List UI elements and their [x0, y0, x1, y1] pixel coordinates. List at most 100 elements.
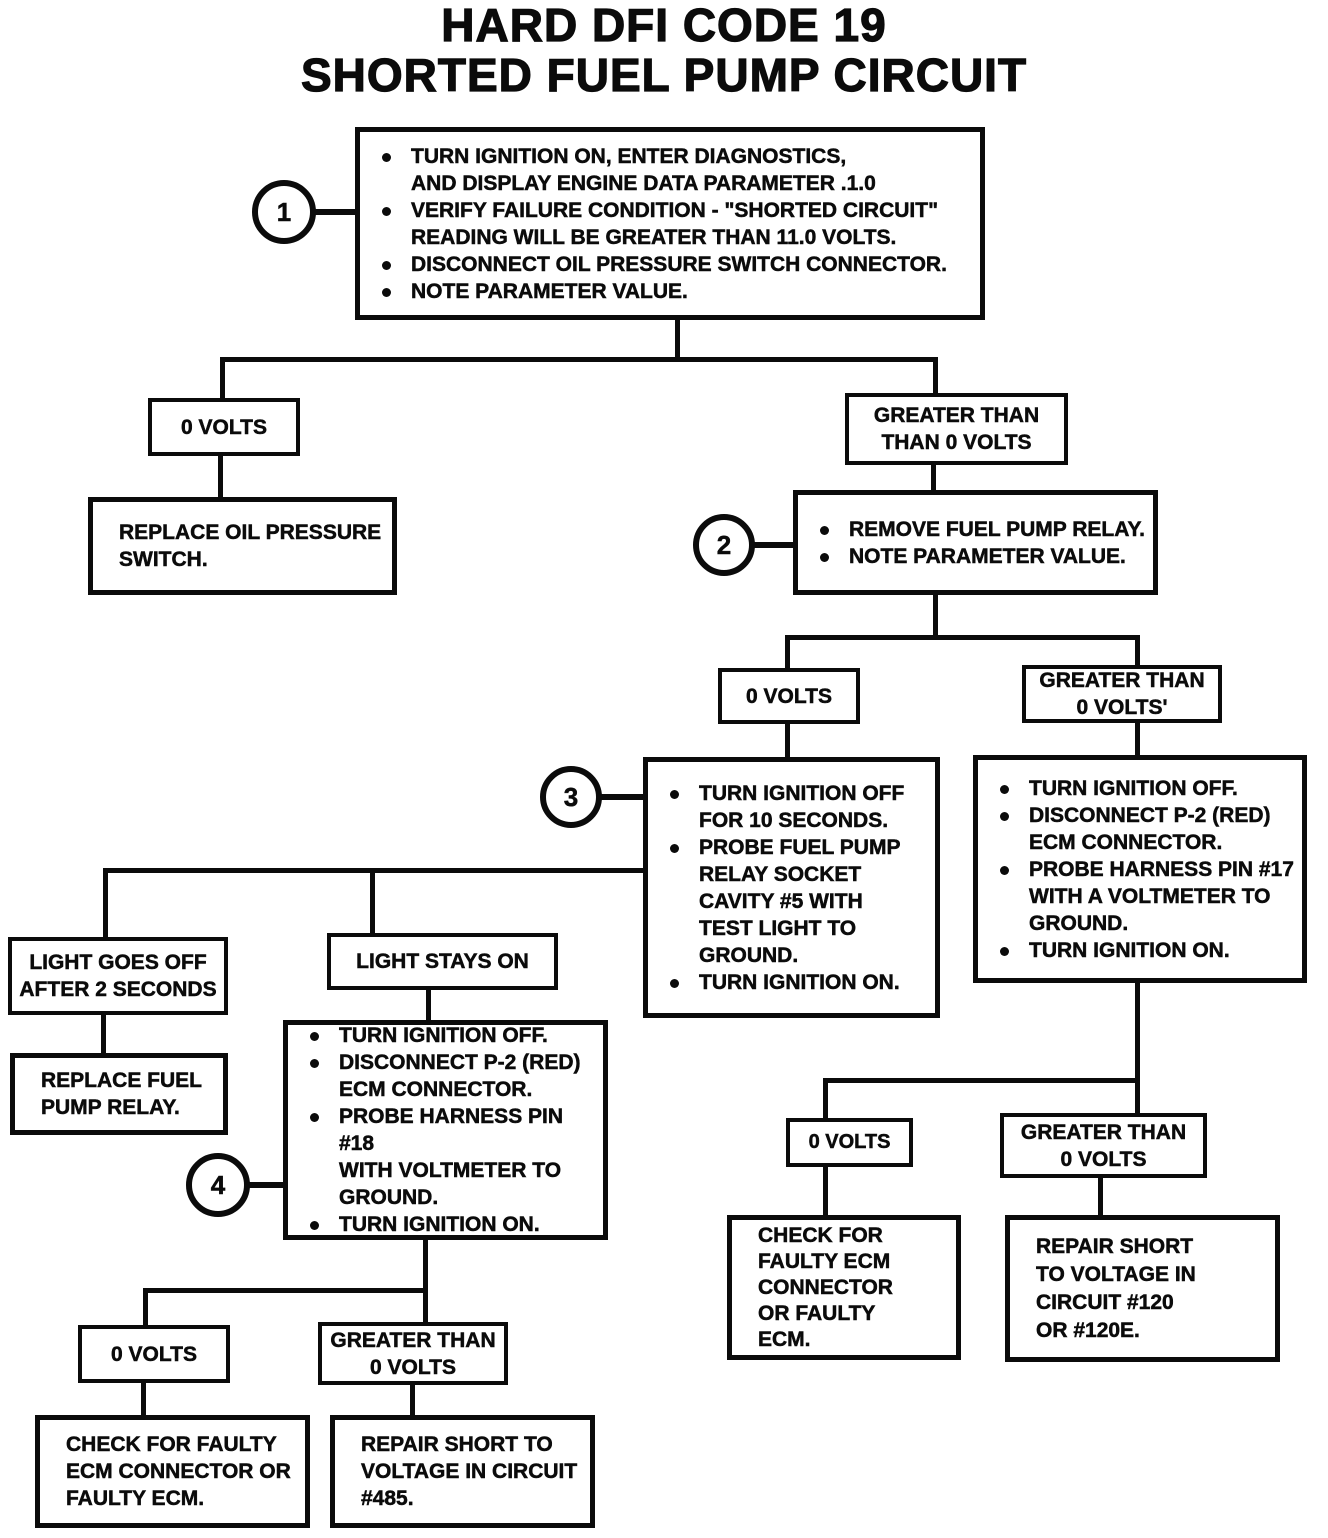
outcome-0-volts-d: 0 VOLTS [786, 1118, 913, 1167]
outcome-label: 0 VOLTS [181, 415, 267, 439]
connector [600, 794, 643, 800]
connector [143, 1288, 428, 1293]
bullet-item: TURN IGNITION OFF FOR 10 SECONDS. [666, 780, 927, 834]
bullet-item: NOTE PARAMETER VALUE. [816, 543, 1145, 570]
connector [370, 868, 375, 933]
outcome-light-stays-on: LIGHT STAYS ON [327, 933, 558, 990]
connector [1135, 983, 1140, 1083]
connector [785, 635, 1140, 640]
outcome-0-volts-a: 0 VOLTS [148, 398, 300, 456]
bullet-item: TURN IGNITION ON. [306, 1211, 595, 1238]
bullet-text: PROBE HARNESS PIN #17 WITH A VOLTMETER T… [1029, 857, 1294, 935]
step-circle-3: 3 [540, 766, 602, 828]
bullet-text: VERIFY FAILURE CONDITION - "SHORTED CIRC… [411, 198, 939, 249]
connector [785, 724, 790, 757]
connector [314, 209, 358, 215]
step-circle-2: 2 [693, 514, 755, 576]
bullet-item: TURN IGNITION OFF. [306, 1022, 595, 1049]
bullet-text: DISCONNECT OIL PRESSURE SWITCH CONNECTOR… [411, 252, 947, 276]
result-text: REPLACE OIL PRESSURE SWITCH. [119, 521, 382, 572]
connector [423, 1240, 428, 1288]
connector [785, 635, 790, 668]
bullet-icon [670, 789, 679, 799]
connector [823, 1078, 828, 1118]
connector [103, 868, 108, 937]
bullet-item: NOTE PARAMETER VALUE. [378, 278, 972, 305]
bullet-item: PROBE HARNESS PIN #17 WITH A VOLTMETER T… [996, 856, 1294, 937]
connector [1135, 723, 1140, 755]
probe-pin-17-action-box: TURN IGNITION OFF. DISCONNECT P-2 (RED) … [973, 755, 1307, 983]
bullet-text: TURN IGNITION OFF. [1029, 776, 1238, 800]
result-check-faulty-ecm-b: CHECK FOR FAULTY ECM CONNECTOR OR FAULTY… [727, 1215, 961, 1360]
bullet-text: TURN IGNITION ON, ENTER DIAGNOSTICS, AND… [411, 144, 876, 195]
connector [1098, 1178, 1103, 1215]
bullet-item: DISCONNECT P-2 (RED) ECM CONNECTOR. [996, 802, 1294, 856]
result-text: REPAIR SHORT TO VOLTAGE IN CIRCUIT #485. [361, 1433, 578, 1511]
result-text: REPAIR SHORT TO VOLTAGE IN CIRCUIT #120 … [1036, 1234, 1196, 1342]
pin-17-bullet-list: TURN IGNITION OFF. DISCONNECT P-2 (RED) … [978, 765, 1302, 974]
outcome-label: 0 VOLTS [746, 684, 832, 708]
step-3-action-box: TURN IGNITION OFF FOR 10 SECONDS. PROBE … [643, 757, 940, 1018]
bullet-item: TURN IGNITION ON. [996, 937, 1294, 964]
step-number: 4 [210, 1169, 226, 1200]
connector [220, 357, 225, 398]
step-number: 3 [563, 781, 579, 812]
outcome-label: GREATER THAN THAN 0 VOLTS [873, 404, 1040, 455]
step-2-bullet-list: REMOVE FUEL PUMP RELAY. NOTE PARAMETER V… [798, 506, 1153, 580]
bullet-icon [310, 1221, 319, 1230]
connector [141, 1383, 146, 1415]
bullet-icon [382, 152, 391, 162]
bullet-text: DISCONNECT P-2 (RED) ECM CONNECTOR. [339, 1051, 581, 1102]
outcome-label: 0 VOLTS [808, 1131, 891, 1154]
step-circle-1: 1 [252, 180, 316, 244]
bullet-text: TURN IGNITION OFF FOR 10 SECONDS. [699, 781, 905, 832]
bullet-text: DISCONNECT P-2 (RED) ECM CONNECTOR. [1029, 803, 1271, 854]
connector [423, 1288, 428, 1322]
bullet-item: PROBE HARNESS PIN #18 WITH VOLTMETER TO … [306, 1103, 595, 1211]
bullet-item: VERIFY FAILURE CONDITION - "SHORTED CIRC… [378, 197, 972, 251]
outcome-greater-than-0-volts-b: GREATER THAN 0 VOLTS' [1022, 665, 1222, 723]
bullet-icon [1000, 865, 1009, 875]
outcome-label: GREATER THAN 0 VOLTS [1020, 1120, 1187, 1171]
bullet-item: TURN IGNITION ON, ENTER DIAGNOSTICS, AND… [378, 143, 972, 197]
outcome-label: LIGHT GOES OFF AFTER 2 SECONDS [19, 951, 217, 1002]
connector [101, 1015, 106, 1053]
outcome-label: 0 VOLTS [111, 1342, 197, 1366]
step-number: 1 [276, 196, 292, 227]
bullet-icon [310, 1059, 319, 1068]
step-1-action-box: TURN IGNITION ON, ENTER DIAGNOSTICS, AND… [355, 127, 985, 320]
bullet-text: NOTE PARAMETER VALUE. [411, 279, 688, 303]
bullet-text: TURN IGNITION OFF. [339, 1024, 548, 1048]
outcome-greater-than-0-volts-c: GREATER THAN 0 VOLTS [318, 1322, 508, 1385]
connector [1135, 1078, 1140, 1113]
outcome-0-volts-b: 0 VOLTS [718, 668, 860, 724]
result-text: REPLACE FUEL PUMP RELAY. [41, 1069, 203, 1120]
step-2-action-box: REMOVE FUEL PUMP RELAY. NOTE PARAMETER V… [793, 490, 1158, 595]
bullet-icon [1000, 946, 1009, 956]
bullet-item: DISCONNECT OIL PRESSURE SWITCH CONNECTOR… [378, 251, 972, 278]
outcome-0-volts-c: 0 VOLTS [78, 1325, 230, 1383]
outcome-label: GREATER THAN 0 VOLTS' [1039, 669, 1205, 720]
bullet-icon [1000, 784, 1009, 794]
step-3-bullet-list: TURN IGNITION OFF FOR 10 SECONDS. PROBE … [648, 770, 935, 1006]
result-text: CHECK FOR FAULTY ECM CONNECTOR OR FAULTY… [66, 1433, 291, 1511]
connector [1135, 635, 1140, 665]
bullet-text: TURN IGNITION ON. [339, 1213, 540, 1237]
bullet-icon [820, 552, 829, 562]
step-1-bullet-list: TURN IGNITION ON, ENTER DIAGNOSTICS, AND… [360, 133, 980, 315]
bullet-icon [382, 260, 391, 270]
bullet-item: TURN IGNITION ON. [666, 969, 927, 996]
step-circle-4: 4 [186, 1153, 250, 1217]
bullet-icon [670, 843, 679, 853]
bullet-item: REMOVE FUEL PUMP RELAY. [816, 516, 1145, 543]
bullet-icon [670, 978, 679, 988]
connector [410, 1385, 415, 1415]
bullet-icon [382, 206, 391, 216]
bullet-icon [310, 1032, 319, 1041]
connector [675, 320, 680, 357]
result-repair-short-circuit-120: REPAIR SHORT TO VOLTAGE IN CIRCUIT #120 … [1005, 1215, 1280, 1362]
result-text: CHECK FOR FAULTY ECM CONNECTOR OR FAULTY… [758, 1223, 893, 1351]
page-title: HARD DFI CODE 19 SHORTED FUEL PUMP CIRCU… [300, 0, 1028, 101]
outcome-label: GREATER THAN 0 VOLTS [330, 1328, 496, 1379]
connector [248, 1182, 283, 1188]
